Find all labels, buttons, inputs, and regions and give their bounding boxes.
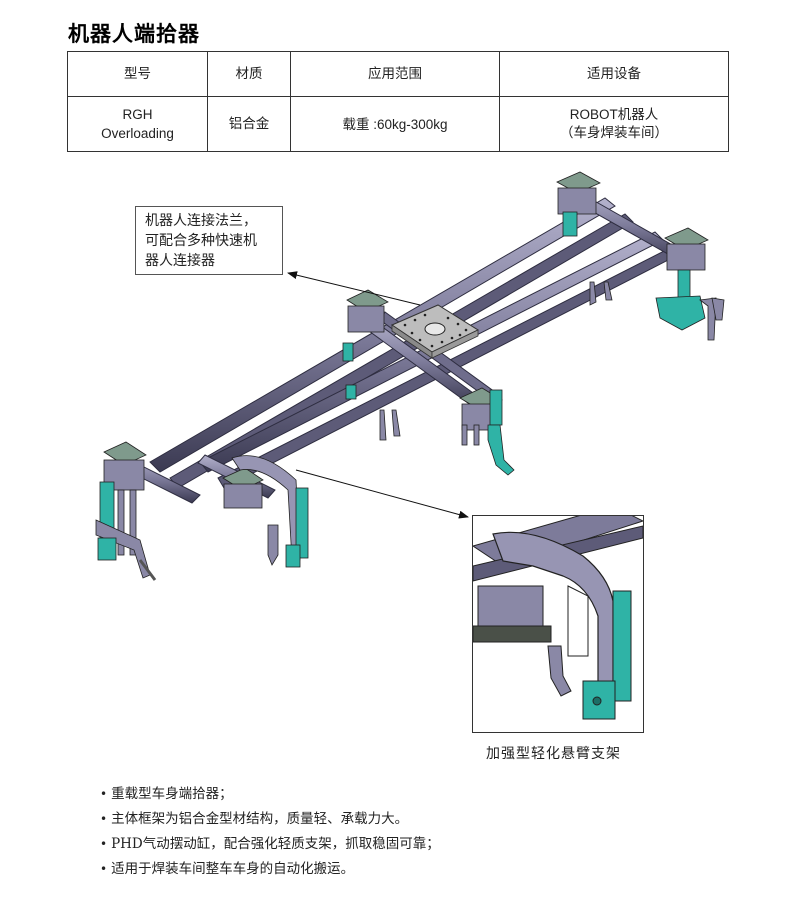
gripper-illustration: [95, 171, 725, 581]
page-title: 机器人端拾器: [68, 22, 200, 46]
cell-material: 铝合金: [207, 96, 291, 152]
feature-text: 重载型车身端拾器；: [111, 786, 233, 802]
spec-header-row: 型号 材质 应用范围 适用设备: [67, 51, 729, 97]
flange-callout-line3: 器人连接器: [145, 253, 215, 269]
header-model: 型号: [67, 51, 208, 97]
inset-callout-arrow: [295, 469, 469, 519]
cantilever-bracket-inset: [472, 515, 644, 733]
feature-text: 适用于焊装车间整车车身的自动化搬运。: [111, 861, 355, 877]
spec-table: 型号 材质 应用范围 适用设备 RGH Overloading 铝合金 载重 :…: [67, 51, 729, 152]
feature-item: •PHD气动摆动缸，配合强化轻质支架，抓取稳固可靠；: [100, 832, 440, 857]
feature-item: •主体框架为铝合金型材结构，质量轻、承载力大。: [100, 807, 440, 832]
gripper-arms: [95, 211, 725, 581]
bullet-icon: •: [100, 812, 108, 826]
cantilever-bracket-detail: [473, 516, 643, 720]
feature-text: 主体框架为铝合金型材结构，质量轻、承载力大。: [111, 811, 409, 827]
flange-callout-line1: 机器人连接法兰，: [145, 213, 257, 229]
feature-item: •重载型车身端拾器；: [100, 782, 440, 807]
flange-callout: 机器人连接法兰， 可配合多种快速机 器人连接器: [135, 206, 283, 275]
cell-application: 载重 :60kg-300kg: [290, 96, 500, 152]
mount-blocks: [103, 171, 709, 509]
model-line1: RGH: [122, 107, 153, 122]
bullet-icon: •: [100, 787, 108, 801]
equipment-line1: ROBOT机器人: [569, 107, 659, 122]
header-equipment: 适用设备: [499, 51, 729, 97]
bullet-icon: •: [100, 862, 108, 876]
inset-caption: 加强型轻化悬臂支架: [486, 746, 621, 762]
robot-flange-plate: [390, 304, 480, 359]
equipment-line2: （车身焊装车间）: [560, 125, 668, 141]
model-line2: Overloading: [101, 126, 174, 141]
header-application: 应用范围: [290, 51, 500, 97]
feature-list: •重载型车身端拾器； •主体框架为铝合金型材结构，质量轻、承载力大。 •PHD气…: [100, 782, 440, 882]
feature-item: •适用于焊装车间整车车身的自动化搬运。: [100, 857, 440, 882]
cell-equipment: ROBOT机器人 （车身焊装车间）: [499, 96, 729, 152]
bullet-icon: •: [100, 837, 108, 851]
cell-model: RGH Overloading: [67, 96, 208, 152]
spec-value-row: RGH Overloading 铝合金 载重 :60kg-300kg ROBOT…: [67, 96, 729, 152]
flange-callout-line2: 可配合多种快速机: [145, 233, 257, 249]
flange-callout-arrow: [287, 271, 421, 306]
feature-text: PHD气动摆动缸，配合强化轻质支架，抓取稳固可靠；: [111, 836, 440, 852]
header-material: 材质: [207, 51, 291, 97]
